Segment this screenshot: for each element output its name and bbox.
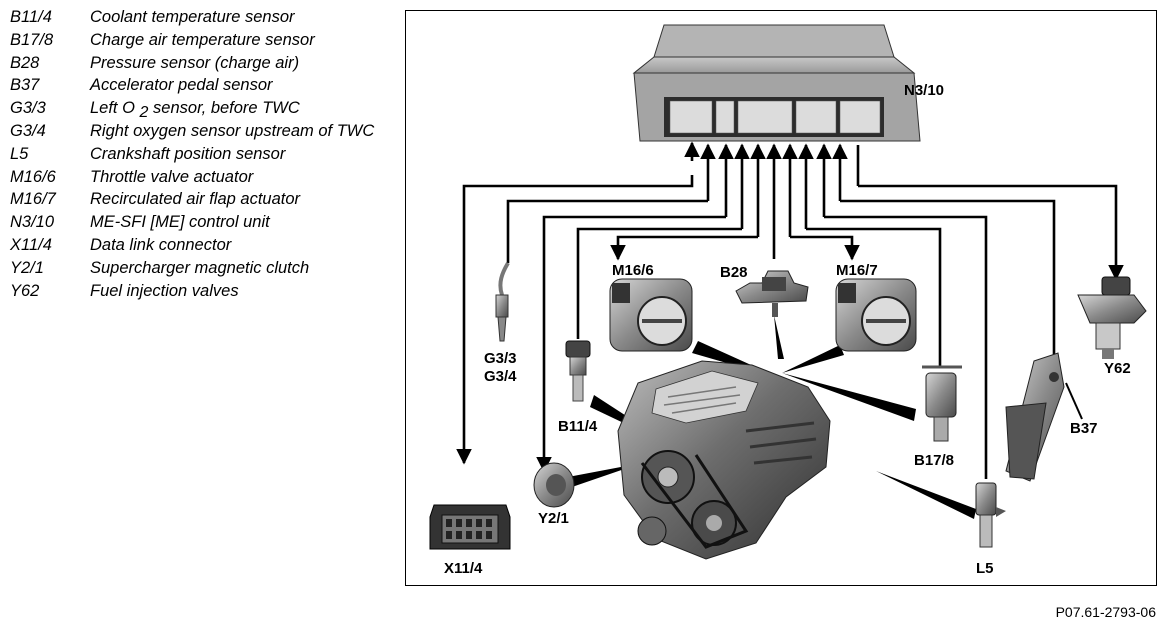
label-b28: B28 — [720, 264, 748, 281]
crankshaft-sensor-icon — [975, 482, 1006, 548]
wiring-harness — [456, 141, 1124, 479]
legend-desc: Supercharger magnetic clutch — [90, 258, 310, 277]
legend-row-y2-1: Y2/1 Supercharger magnetic clutch — [10, 257, 390, 280]
recirculated-air-flap-actuator-icon — [835, 278, 917, 352]
wiring-diagram-svg: N3/10 M16/6 B28 M16/7 G3/3 G3/4 Y62 B11/… — [429, 24, 1147, 577]
legend-row-m16-7: M16/7 Recirculated air flap actuator — [10, 188, 390, 211]
coolant-temp-sensor-icon — [565, 340, 591, 402]
label-g3-4: G3/4 — [484, 368, 517, 385]
legend-code: N3/10 — [10, 213, 55, 232]
legend-desc: Left O 2 sensor, before TWC — [90, 97, 390, 122]
legend-row-b17-8: B17/8 Charge air temperature sensor — [10, 29, 390, 52]
label-m16-7: M16/7 — [836, 262, 878, 279]
label-x11-4: X11/4 — [444, 560, 483, 577]
legend-row-l5: L5 Crankshaft position sensor — [10, 143, 390, 166]
legend-desc-part: Left O — [90, 99, 135, 118]
legend-code: B17/8 — [10, 30, 54, 49]
pressure-sensor-icon — [735, 270, 809, 317]
legend-desc: Coolant temperature sensor — [90, 8, 295, 26]
legend-row-x11-4: X11/4 Data link connector — [10, 234, 390, 257]
legend-row-y62: Y62 Fuel injection valves — [10, 280, 390, 303]
magnetic-clutch-icon — [533, 462, 575, 508]
legend-row-n3-10: N3/10 ME-SFI [ME] control unit — [10, 211, 390, 234]
legend-desc: Right oxygen sensor upstream of TWC — [90, 121, 375, 140]
label-b37: B37 — [1070, 420, 1098, 437]
legend-row-m16-6: M16/6 Throttle valve actuator — [10, 166, 390, 189]
legend-code: B28 — [10, 53, 40, 72]
legend-desc: Data link connector — [90, 235, 232, 254]
data-link-connector-icon — [429, 504, 511, 550]
legend-desc: Accelerator pedal sensor — [90, 76, 273, 95]
label-b11-4: B11/4 — [558, 418, 598, 435]
legend-desc: Charge air temperature sensor — [90, 30, 315, 49]
legend-row-g3-4: G3/4 Right oxygen sensor upstream of TWC — [10, 120, 390, 143]
legend-code: M16/6 — [10, 167, 56, 186]
legend-desc-part: sensor, before TWC — [148, 99, 300, 118]
legend-code: M16/7 — [10, 190, 56, 209]
control-unit-n3-10 — [632, 24, 921, 142]
legend-code: L5 — [10, 144, 29, 163]
wiring-diagram: N3/10 M16/6 B28 M16/7 G3/3 G3/4 Y62 B11/… — [405, 10, 1157, 586]
legend-desc: Throttle valve actuator — [90, 167, 254, 186]
legend-row-b37: B37 Accelerator pedal sensor — [10, 74, 390, 97]
component-legend: B11/4 Coolant temperature sensor B17/8 C… — [10, 6, 390, 302]
accelerator-pedal-icon — [1005, 352, 1083, 482]
component-labels: N3/10 M16/6 B28 M16/7 G3/3 G3/4 Y62 B11/… — [444, 82, 1131, 577]
legend-desc: Fuel injection valves — [90, 281, 239, 300]
legend-row-b28: B28 Pressure sensor (charge air) — [10, 52, 390, 75]
legend-code: B11/4 — [10, 8, 52, 26]
engine-illustration — [617, 360, 831, 560]
legend-desc-subscript: 2 — [139, 104, 149, 122]
legend-code: G3/4 — [10, 121, 46, 140]
legend-code: X11/4 — [10, 235, 52, 254]
oxygen-sensor-icon — [495, 261, 510, 342]
label-y2-1: Y2/1 — [538, 510, 569, 527]
legend-row-b11-4: B11/4 Coolant temperature sensor — [10, 6, 390, 29]
legend-code: Y2/1 — [10, 258, 44, 277]
fuel-injector-icon — [1077, 276, 1147, 359]
legend-code: G3/3 — [10, 99, 46, 118]
figure-reference-number: P07.61-2793-06 — [1055, 604, 1156, 620]
label-m16-6: M16/6 — [612, 262, 654, 279]
throttle-valve-actuator-icon — [609, 278, 693, 352]
label-b17-8: B17/8 — [914, 452, 954, 469]
legend-desc: Crankshaft position sensor — [90, 144, 286, 163]
legend-desc: ME-SFI [ME] control unit — [90, 213, 270, 232]
legend-desc: Pressure sensor (charge air) — [90, 53, 300, 72]
legend-row-g3-3: G3/3 Left O 2 sensor, before TWC — [10, 97, 390, 122]
label-g3-3: G3/3 — [484, 350, 517, 367]
legend-code: B37 — [10, 76, 40, 95]
label-l5: L5 — [976, 560, 994, 577]
label-y62: Y62 — [1104, 360, 1131, 377]
legend-desc: Recirculated air flap actuator — [90, 190, 301, 209]
legend-code: Y62 — [10, 281, 40, 300]
charge-air-temp-sensor-icon — [922, 365, 962, 442]
label-n3-10: N3/10 — [904, 82, 944, 99]
